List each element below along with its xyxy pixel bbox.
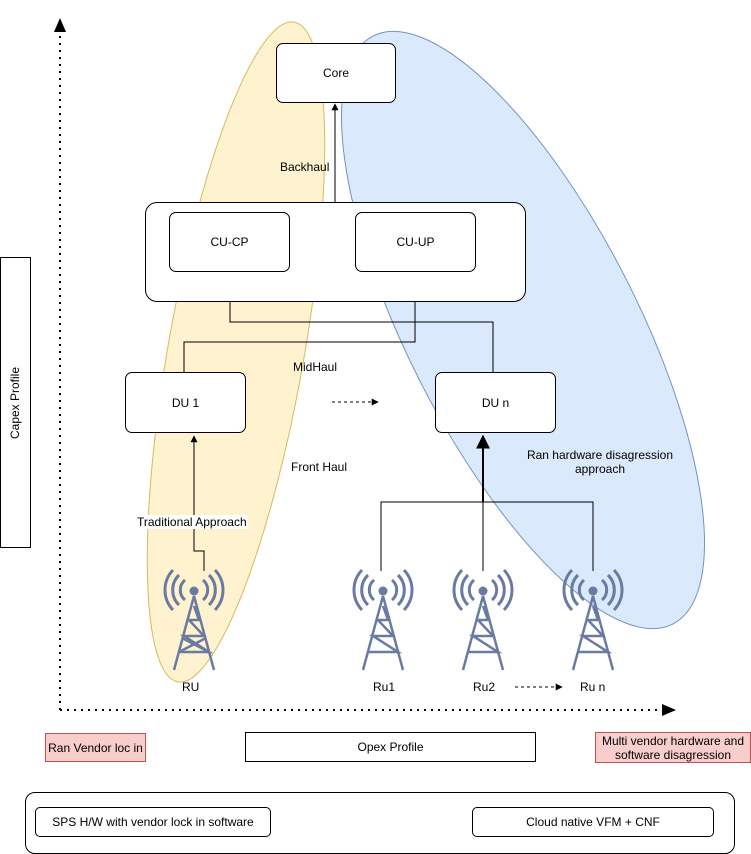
ran-hw-disaggregation-label: Ran hardware disagression approach [526, 448, 674, 476]
cu-cp-label: CU-CP [210, 235, 249, 249]
cu-cp-node[interactable]: CU-CP [169, 212, 290, 272]
opex-profile-box: Opex Profile [245, 732, 536, 762]
du1-to-cu-connector [183, 273, 419, 372]
du1-label: DU 1 [171, 395, 200, 410]
multi-vendor-text: Multi vendor hardware and software disag… [601, 733, 745, 762]
ru-label: RU [182, 680, 200, 694]
y-axis-arrowhead [54, 18, 66, 32]
legend-sps-text: SPS H/W with vendor lock in software [52, 815, 254, 829]
ru1-label: Ru1 [373, 680, 396, 694]
legend-cloud-native-box: Cloud native VFM + CNF [472, 807, 714, 837]
ru-to-du1-connector [190, 435, 205, 571]
ru1-branch [380, 501, 594, 571]
multi-vendor-note: Multi vendor hardware and software disag… [595, 732, 751, 763]
traditional-approach-label: Traditional Approach [136, 515, 248, 529]
x-axis-arrowhead [662, 704, 676, 716]
midhaul-label: MidHaul [293, 360, 338, 374]
core-label: Core [322, 66, 349, 80]
traditional-approach-ellipse [146, 21, 326, 683]
capex-profile-label: Capex Profile [8, 366, 23, 439]
ru-tower-icon [163, 568, 225, 671]
du1-node[interactable]: DU 1 [125, 372, 246, 433]
cu-up-label: CU-UP [396, 235, 435, 249]
capex-profile-box: Capex Profile [0, 257, 31, 548]
cu-up-node[interactable]: CU-UP [355, 212, 476, 272]
ru2-label: Ru2 [473, 680, 496, 694]
dun-label: DU n [481, 395, 510, 410]
ru2-tower-icon [452, 568, 514, 671]
disaggregation-ellipse [340, 30, 706, 630]
legend-cloud-native-text: Cloud native VFM + CNF [526, 815, 660, 829]
fronthaul-label: Front Haul [291, 460, 348, 474]
legend-sps-box: SPS H/W with vendor lock in software [35, 807, 271, 837]
core-node[interactable]: Core [276, 43, 396, 103]
vendor-lock-in-note: Ran Vendor loc in [45, 733, 146, 762]
vendor-lock-in-text: Ran Vendor loc in [48, 740, 143, 755]
opex-profile-label: Opex Profile [357, 740, 424, 754]
ru1-tower-icon [352, 568, 414, 671]
dun-node[interactable]: DU n [435, 372, 556, 433]
backhaul-label: Backhaul [280, 160, 330, 174]
run-tower-icon [562, 568, 624, 671]
run-label: Ru n [580, 680, 606, 694]
